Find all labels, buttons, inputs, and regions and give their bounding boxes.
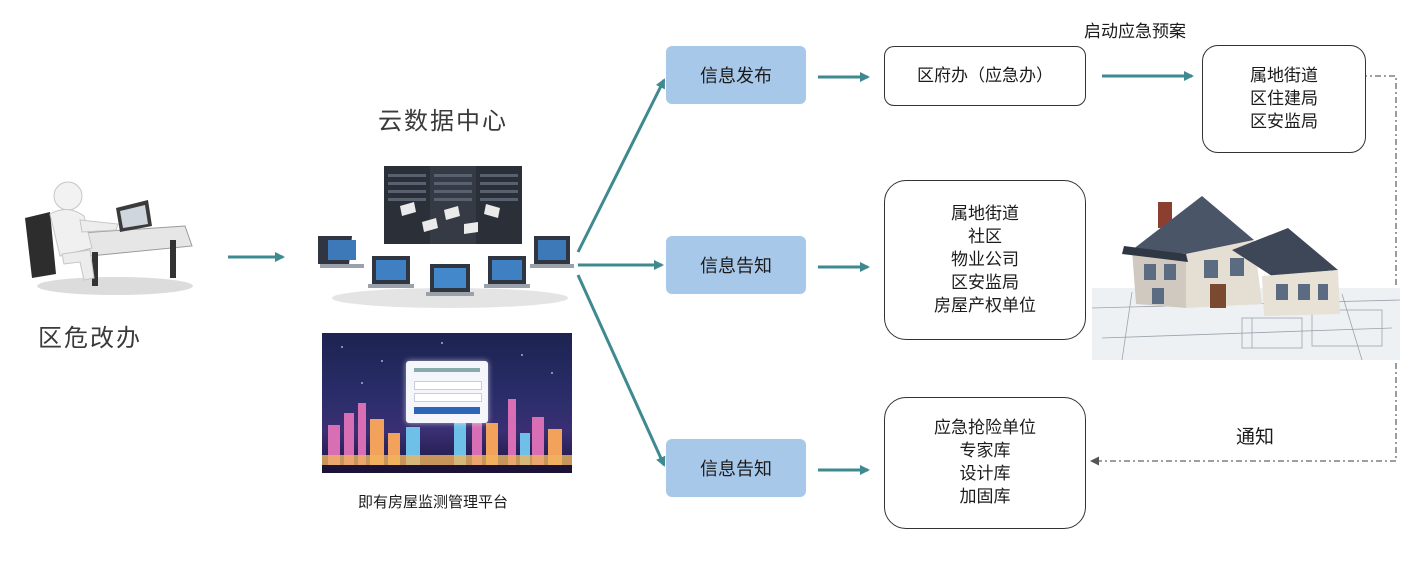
notify-unit: 属地街道 — [951, 203, 1019, 224]
house-blueprint-icon — [1092, 196, 1400, 360]
rescue-unit: 专家库 — [959, 441, 1011, 461]
platform-caption: 即有房屋监测管理平台 — [358, 493, 509, 511]
login-button-thumbnail — [414, 407, 480, 414]
rescue-units-box: 应急抢险单位 专家库 设计库 加固库 — [884, 397, 1086, 529]
source-label: 区危改办 — [38, 324, 142, 352]
district-office-box: 区府办（应急办） — [884, 46, 1086, 106]
notify-label: 通知 — [1236, 426, 1275, 448]
arrow-cloud-to-inform-2 — [576, 274, 666, 467]
skyline-graphic — [322, 342, 572, 473]
notify-unit: 物业公司 — [951, 249, 1019, 270]
notify-units-box: 属地街道 社区 物业公司 区安监局 房屋产权单位 — [884, 180, 1086, 340]
rescue-unit: 设计库 — [959, 464, 1011, 484]
login-title-bar — [414, 368, 480, 372]
cloud-title: 云数据中心 — [378, 107, 508, 135]
notify-unit: 社区 — [968, 226, 1002, 247]
emergency-plan-label: 启动应急预案 — [1084, 22, 1186, 42]
channel-publish-label: 信息发布 — [700, 66, 772, 87]
login-dialog-thumbnail — [406, 361, 488, 423]
server-network-icon — [318, 166, 574, 308]
emergency-unit: 区安监局 — [1250, 111, 1318, 132]
notify-unit: 区安监局 — [951, 272, 1019, 293]
channel-inform-2: 信息告知 — [666, 439, 806, 497]
city-skyline-login-icon — [322, 333, 572, 473]
notify-unit: 房屋产权单位 — [934, 295, 1036, 316]
rescue-unit: 加固库 — [959, 487, 1011, 507]
arrow-cloud-to-publish — [576, 78, 666, 253]
login-username-field — [414, 381, 482, 390]
emergency-unit: 区住建局 — [1250, 88, 1318, 109]
channel-publish: 信息发布 — [666, 46, 806, 104]
emergency-units-box: 属地街道 区住建局 区安监局 — [1202, 45, 1366, 153]
channel-inform-1-label: 信息告知 — [700, 256, 772, 277]
channel-inform-2-label: 信息告知 — [700, 459, 772, 480]
rescue-unit: 应急抢险单位 — [934, 418, 1036, 438]
emergency-unit: 属地街道 — [1250, 65, 1318, 86]
channel-inform-1: 信息告知 — [666, 236, 806, 294]
person-at-desk-icon — [25, 181, 193, 295]
login-password-field — [414, 393, 482, 402]
district-office-label: 区府办（应急办） — [917, 65, 1053, 86]
